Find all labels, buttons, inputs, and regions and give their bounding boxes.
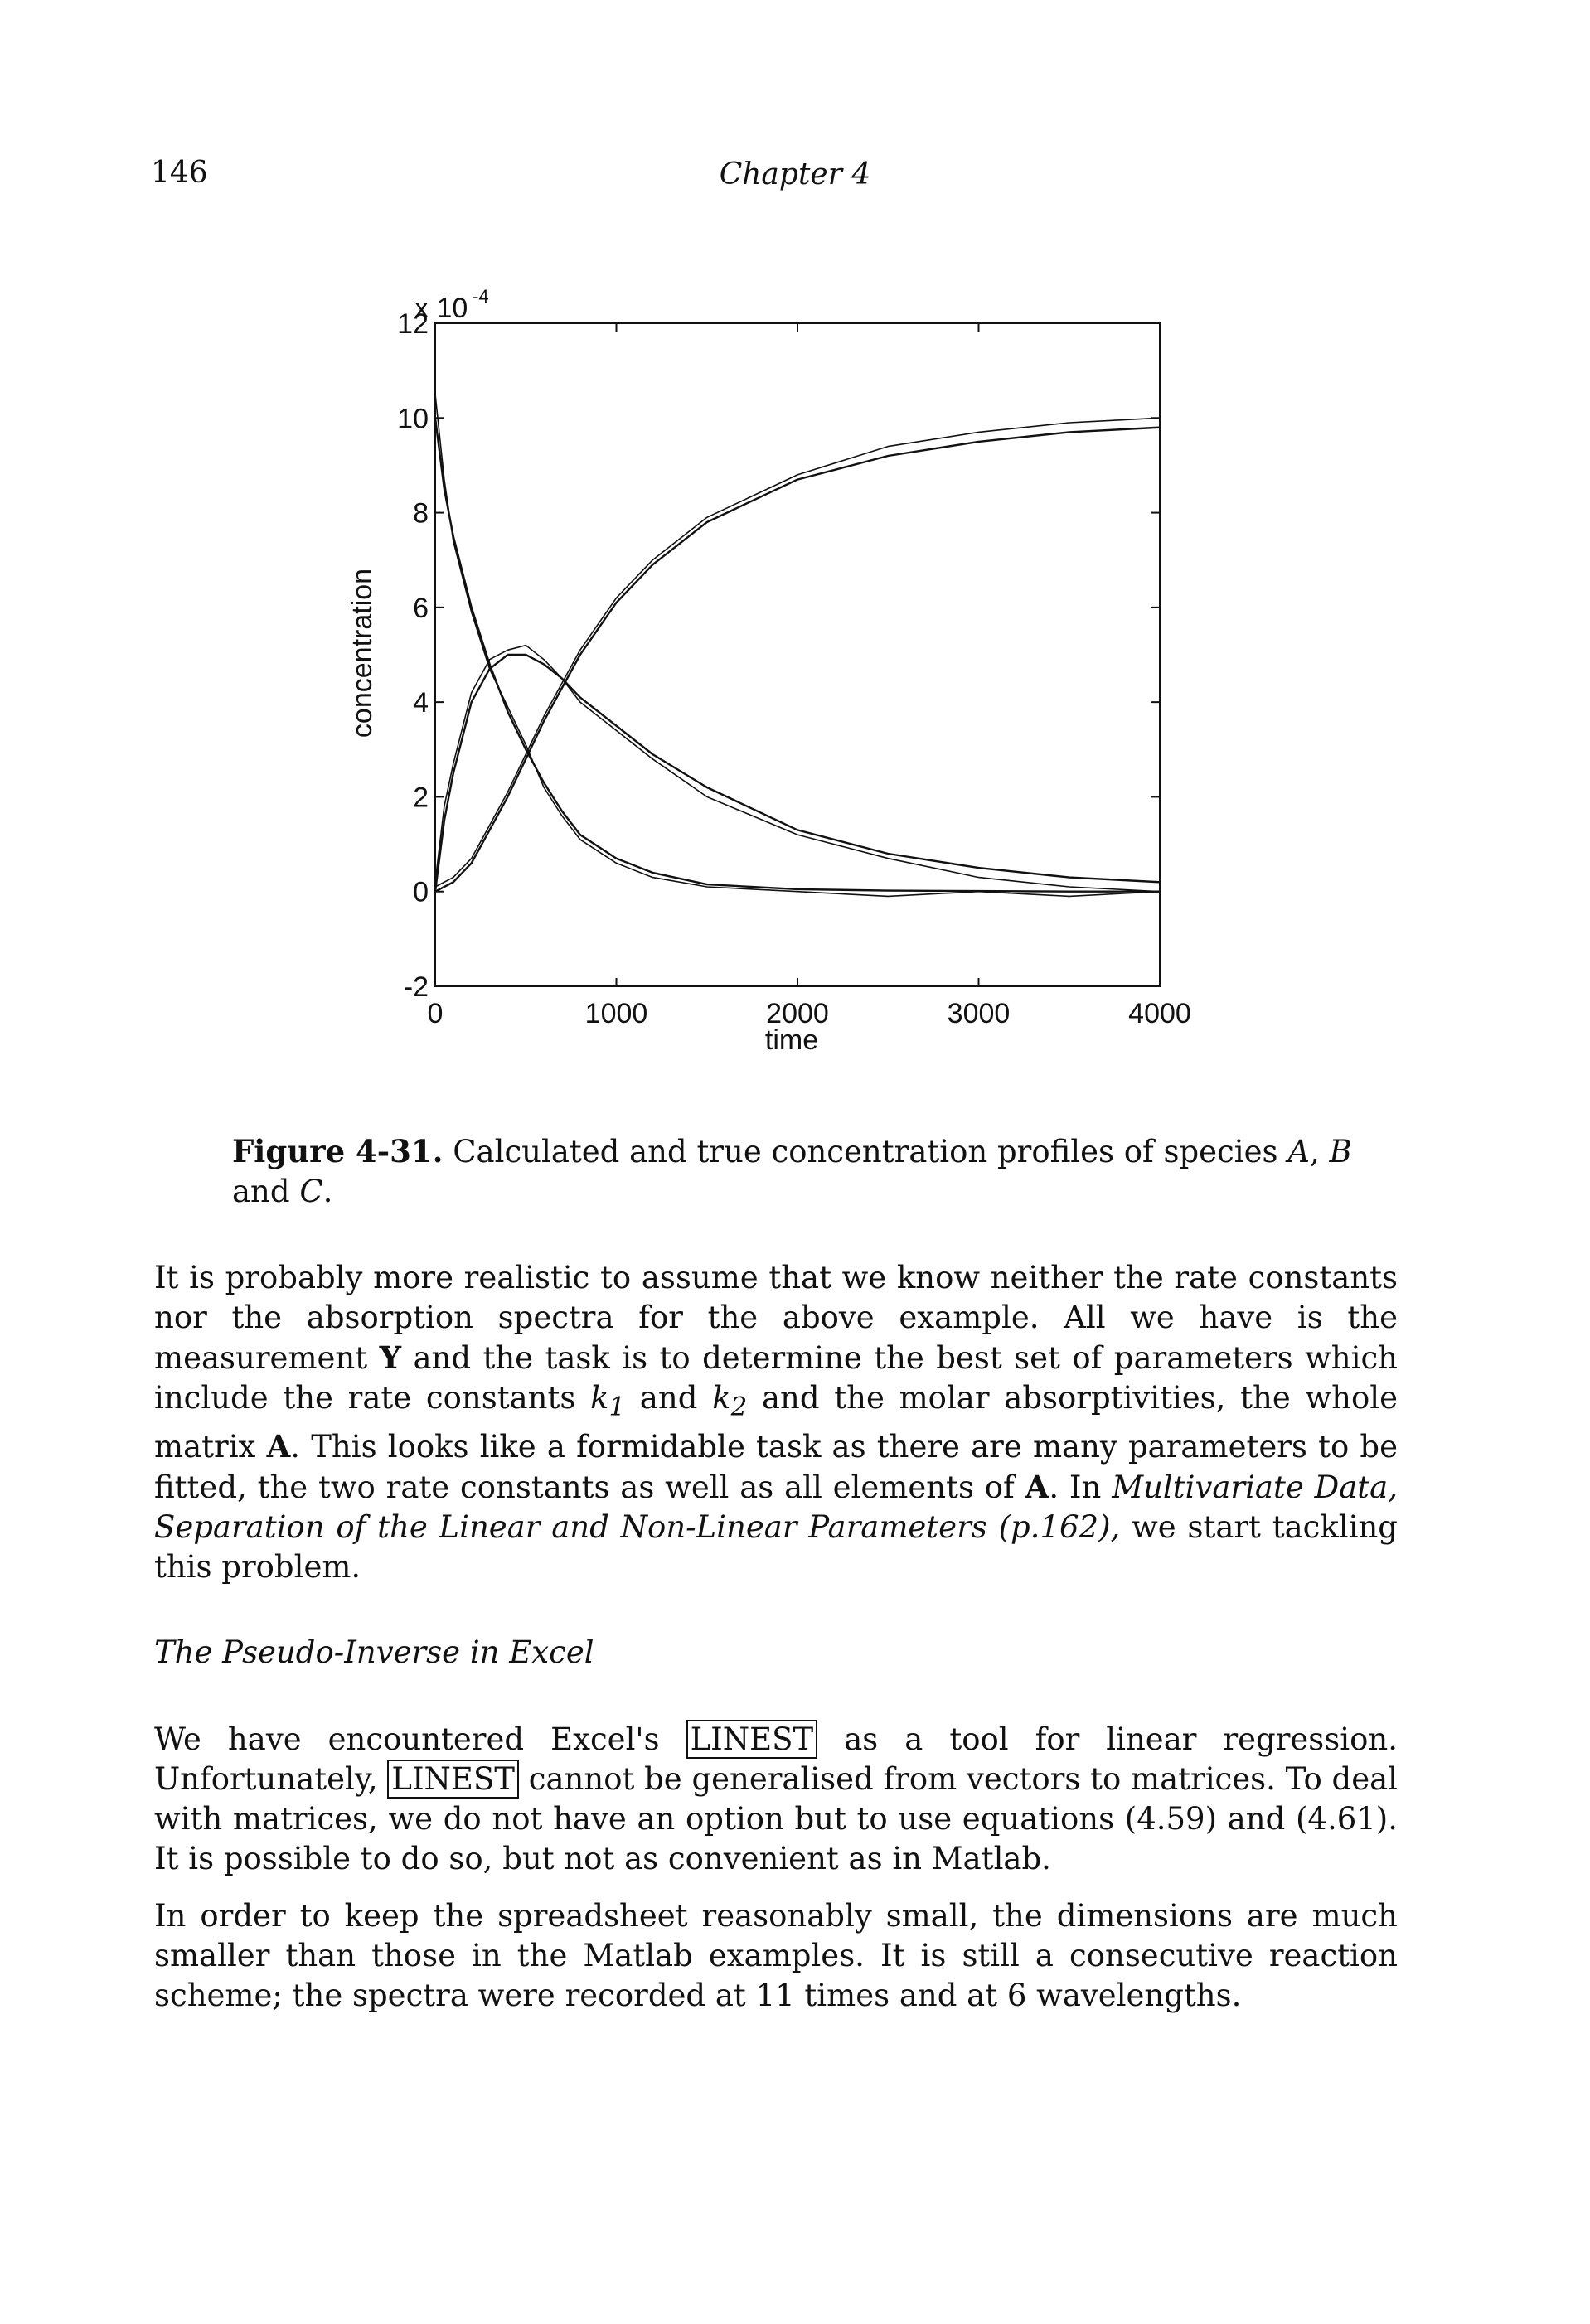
p1-text-2: and the task is to determine the best se… (154, 1340, 1398, 1416)
p1-text-4: and the molar absorptivities, the whole … (154, 1380, 1398, 1465)
y-tick-label: 8 (413, 498, 429, 530)
y-tick-label: 2 (413, 782, 429, 813)
paragraph-1: It is probably more realistic to assume … (154, 1258, 1398, 1587)
y-tick-label: 6 (413, 593, 429, 624)
p1-k1: k (590, 1380, 609, 1416)
caption-text: Calculated and true concentration profil… (443, 1134, 1288, 1169)
exponent-label: x 10 (414, 293, 468, 324)
p1-text-7: we start tackling this problem. (154, 1509, 1398, 1586)
paragraph-3: In order to keep the spreadsheet reasona… (154, 1898, 1398, 2013)
x-tick-label: 1000 (585, 998, 648, 1029)
x-tick-label: 0 (428, 998, 444, 1029)
exponent-power: -4 (473, 286, 489, 307)
linest-function-2: LINEST (387, 1760, 519, 1799)
x-axis-label: time (765, 1024, 818, 1056)
series-line-true-c (434, 426, 1161, 893)
linest-function-1: LINEST (686, 1720, 818, 1759)
y-tick-label: 10 (397, 403, 429, 434)
p2-text-1: We have encountered Excel's (154, 1721, 686, 1757)
p1-y: Y (379, 1339, 401, 1376)
y-tick-label: 12 (397, 308, 429, 340)
p1-text-5: . This looks like a formidable task as t… (154, 1429, 1398, 1506)
p1-cross-reference: Multivariate Data, Separation of the Lin… (154, 1469, 1398, 1546)
p1-a2: A (1025, 1469, 1049, 1506)
p1-text-6: . In (1049, 1469, 1113, 1506)
series-line-true-b (434, 653, 1161, 892)
figure-caption: Figure 4-31. Calculated and true concent… (232, 1131, 1409, 1212)
y-tick-label: 4 (413, 687, 429, 719)
section-heading: The Pseudo-Inverse in Excel (154, 1634, 594, 1670)
p1-k1-sub: 1 (608, 1392, 626, 1422)
y-axis-label: concentration (347, 569, 378, 738)
x-tick-label: 3000 (948, 998, 1011, 1029)
p1-text-1: It is probably more realistic to assume … (154, 1260, 1398, 1376)
chart-axes (434, 322, 1161, 987)
caption-species-b: B (1329, 1134, 1352, 1169)
caption-sep: , (1309, 1134, 1330, 1169)
plot-frame (434, 322, 1161, 987)
figure-label: Figure 4-31. (232, 1133, 444, 1169)
p1-k2: k (712, 1380, 731, 1416)
x-tick-label: 2000 (766, 998, 829, 1029)
series-line-true-a (434, 418, 1160, 893)
p2-text-2: as a tool for linear regression. Unfortu… (154, 1721, 1398, 1797)
series-line-calculated-a (434, 394, 1161, 898)
x-tick-label: 4000 (1128, 998, 1191, 1029)
caption-species-a: A (1287, 1134, 1310, 1169)
caption-species-c: C (299, 1174, 323, 1209)
p2-text-3: cannot be generalised from vectors to ma… (154, 1761, 1398, 1876)
y-tick-label: 0 (413, 877, 429, 908)
p1-text-3: and (625, 1380, 713, 1416)
y-tick-label: -2 (404, 971, 429, 1003)
series-line-calculated-c (434, 417, 1161, 888)
series-line-calculated-b (434, 644, 1161, 893)
caption-end: . (322, 1174, 333, 1209)
p1-a1: A (266, 1428, 291, 1465)
chart-series (434, 394, 1161, 898)
page-number: 146 (151, 156, 208, 190)
paragraph-2: We have encountered Excel's LINEST as a … (154, 1720, 1398, 1879)
running-head: Chapter 4 (719, 157, 871, 191)
caption-and: and (232, 1174, 300, 1209)
p1-k2-sub: 2 (730, 1392, 748, 1422)
